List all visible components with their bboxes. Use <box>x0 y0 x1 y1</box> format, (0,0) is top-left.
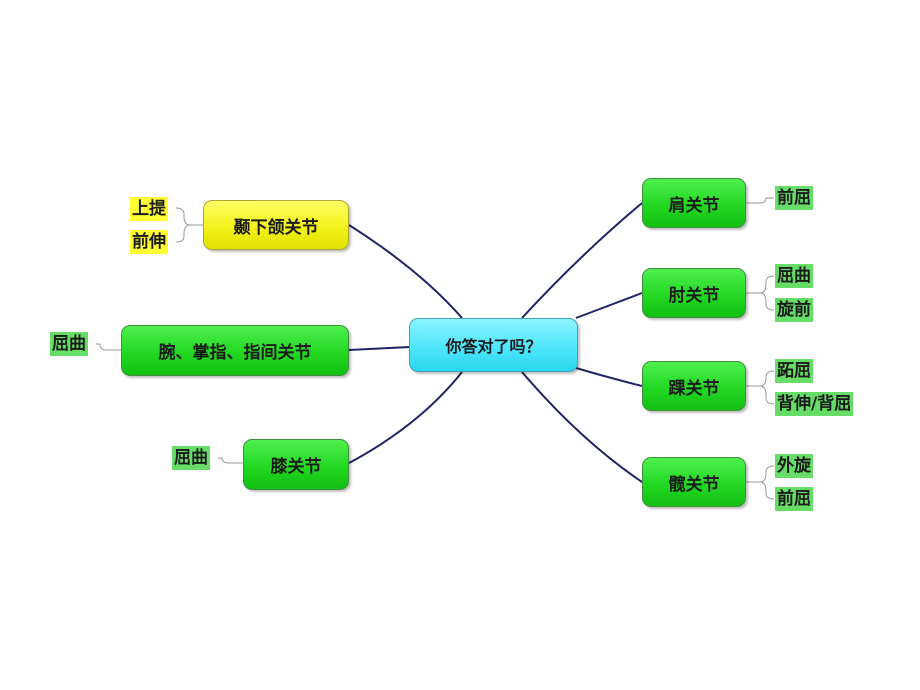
branch-knee[interactable]: 膝关节 <box>243 439 349 490</box>
leaf-tmj-1[interactable]: 上提 <box>130 197 168 221</box>
branch-elbow[interactable]: 肘关节 <box>642 268 746 318</box>
bracket-knee <box>218 457 243 464</box>
bracket-elbow <box>746 275 775 311</box>
leaf-shoulder-1[interactable]: 前屈 <box>775 186 813 210</box>
branch-wrist[interactable]: 腕、掌指、指间关节 <box>121 325 349 376</box>
leaf-knee-1[interactable]: 屈曲 <box>172 446 210 470</box>
branch-hip-label: 髋关节 <box>668 474 720 495</box>
branch-wrist-label: 腕、掌指、指间关节 <box>158 343 312 363</box>
connector-hip <box>521 371 643 483</box>
connector-shoulder <box>521 202 643 319</box>
connector-tmj <box>348 224 463 319</box>
branch-tmj-label: 颞下颌关节 <box>233 217 319 238</box>
connector-elbow <box>575 292 643 319</box>
leaf-ankle-1[interactable]: 跖屈 <box>775 359 813 383</box>
bracket-shoulder <box>746 197 774 204</box>
leaf-tmj-2[interactable]: 前伸 <box>130 230 168 254</box>
branch-ankle-label: 踝关节 <box>668 378 720 399</box>
leaf-ankle-2[interactable]: 背伸/背屈 <box>775 392 854 416</box>
leaf-wrist-1[interactable]: 屈曲 <box>50 332 88 356</box>
bracket-wrist <box>96 343 121 351</box>
branch-shoulder-label: 肩关节 <box>668 195 720 216</box>
connector-knee <box>348 371 463 464</box>
leaf-elbow-1[interactable]: 屈曲 <box>775 264 813 288</box>
bracket-ankle <box>746 370 775 405</box>
leaf-hip-2[interactable]: 前屈 <box>775 487 813 511</box>
branch-ankle[interactable]: 踝关节 <box>642 361 746 411</box>
connector-wrist <box>348 346 411 351</box>
leaf-elbow-2[interactable]: 旋前 <box>775 298 813 322</box>
branch-elbow-label: 肘关节 <box>668 285 720 306</box>
bracket-hip <box>746 465 775 500</box>
branch-tmj[interactable]: 颞下颌关节 <box>203 200 349 250</box>
central-topic[interactable]: 你答对了吗？ <box>409 318 578 372</box>
central-topic-label: 你答对了吗？ <box>445 337 542 356</box>
branch-knee-label: 膝关节 <box>270 457 322 477</box>
connector-ankle <box>575 367 643 387</box>
branch-hip[interactable]: 髋关节 <box>642 457 746 507</box>
branch-shoulder[interactable]: 肩关节 <box>642 178 746 228</box>
bracket-tmj <box>175 207 204 243</box>
leaf-hip-1[interactable]: 外旋 <box>775 454 813 478</box>
